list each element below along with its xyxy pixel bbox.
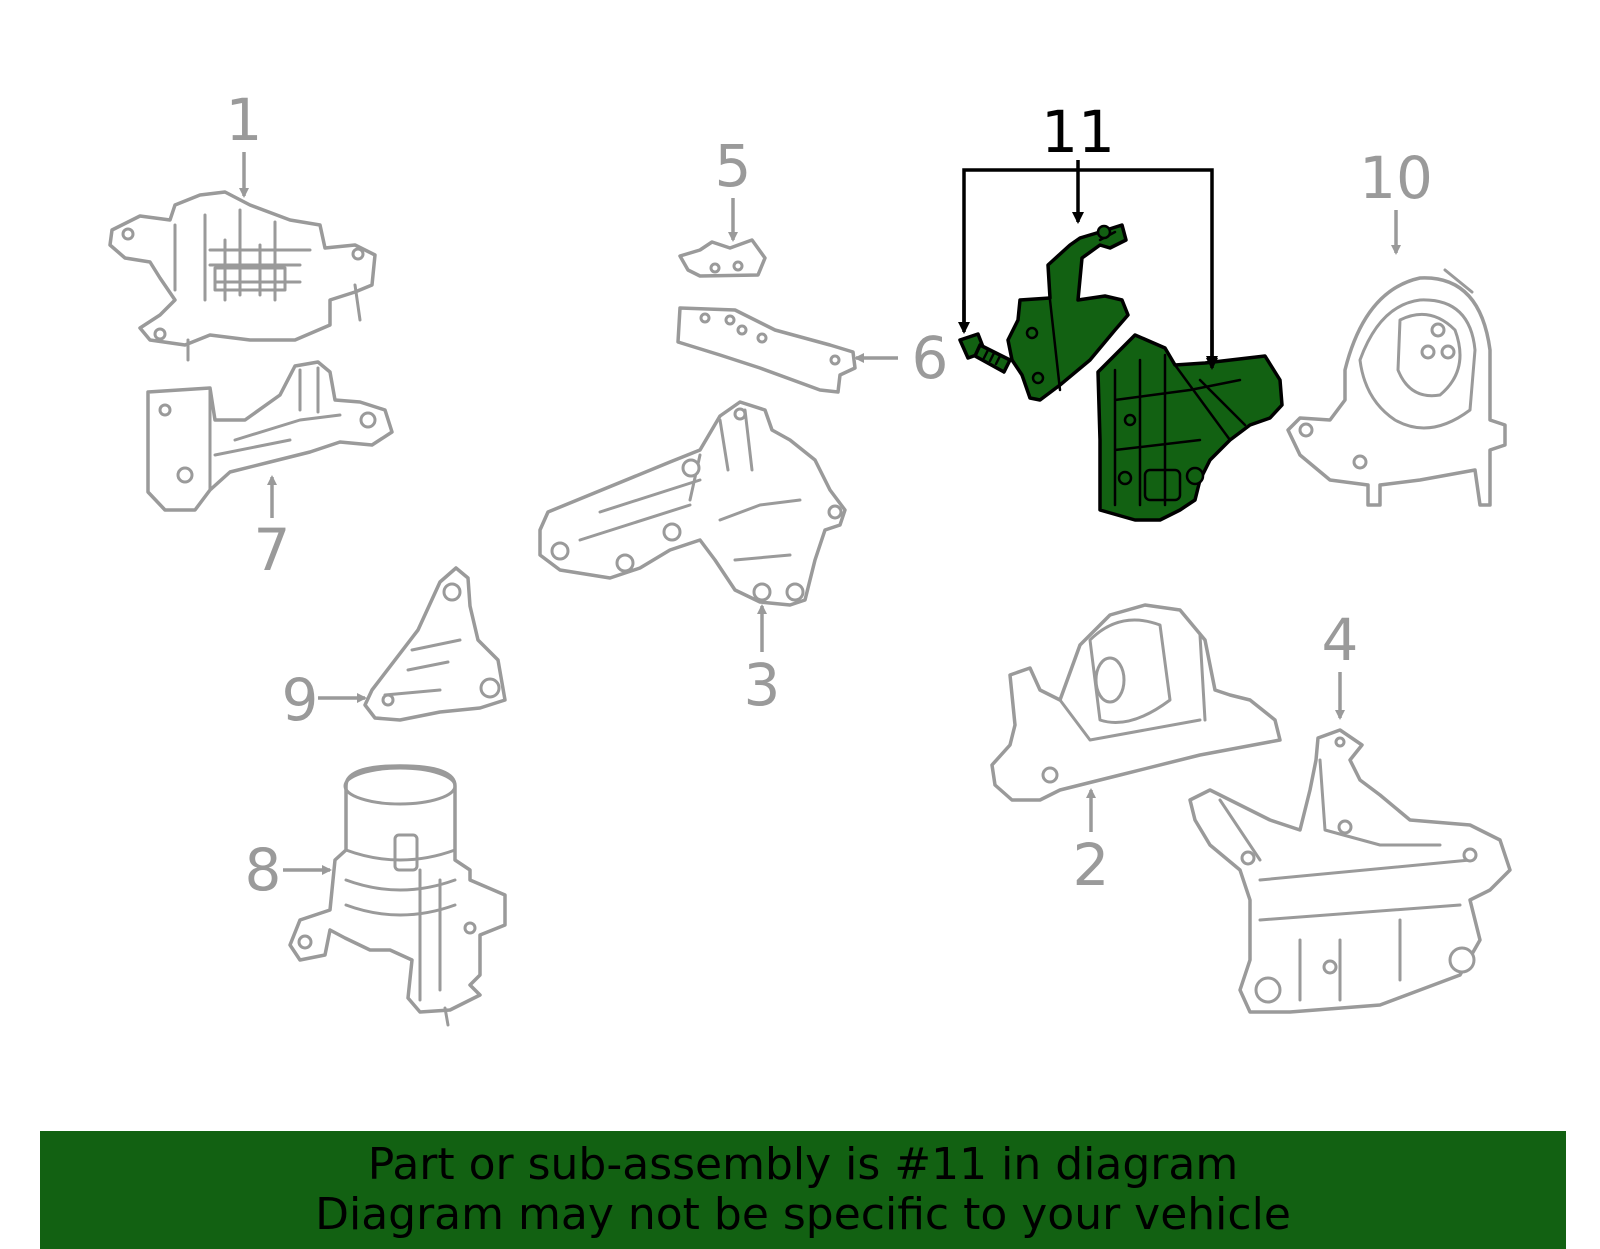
callout-1: 1 bbox=[226, 86, 263, 154]
part-9-bracket[interactable] bbox=[363, 566, 507, 722]
part-11-mount bbox=[1096, 333, 1284, 522]
callout-3: 3 bbox=[744, 651, 781, 719]
callout-9: 9 bbox=[282, 666, 319, 734]
banner-line-2: Diagram may not be specific to your vehi… bbox=[315, 1189, 1291, 1240]
callout-4: 4 bbox=[1322, 606, 1359, 674]
part-8-mount[interactable] bbox=[288, 764, 507, 1027]
part-7-bracket[interactable] bbox=[146, 360, 394, 512]
callout-7: 7 bbox=[254, 516, 291, 584]
info-banner: Part or sub-assembly is #11 in diagram D… bbox=[40, 1131, 1566, 1249]
part-11-bracket bbox=[1006, 223, 1130, 402]
callout-labels: 1 2 3 4 5 6 7 8 9 10 11 bbox=[226, 86, 1433, 904]
banner-line-1: Part or sub-assembly is #11 in diagram bbox=[367, 1139, 1239, 1190]
callout-8: 8 bbox=[245, 836, 282, 904]
part-1-mount[interactable] bbox=[108, 190, 377, 362]
part-11-bolt bbox=[958, 332, 1012, 374]
part-4-bracket[interactable] bbox=[1188, 728, 1512, 1014]
part-10-mount[interactable] bbox=[1286, 268, 1507, 507]
callout-6: 6 bbox=[912, 324, 949, 392]
callout-11: 11 bbox=[1041, 98, 1115, 166]
leader-lines bbox=[239, 152, 1401, 875]
part-5-bracket[interactable] bbox=[678, 238, 767, 278]
part-2-mount[interactable] bbox=[990, 603, 1282, 802]
callout-10: 10 bbox=[1359, 144, 1433, 212]
part-11-assembly[interactable] bbox=[958, 223, 1284, 522]
part-3-bracket[interactable] bbox=[538, 400, 847, 607]
part-6-plate[interactable] bbox=[676, 306, 857, 394]
callout-5: 5 bbox=[715, 132, 752, 200]
callout-2: 2 bbox=[1073, 831, 1110, 899]
